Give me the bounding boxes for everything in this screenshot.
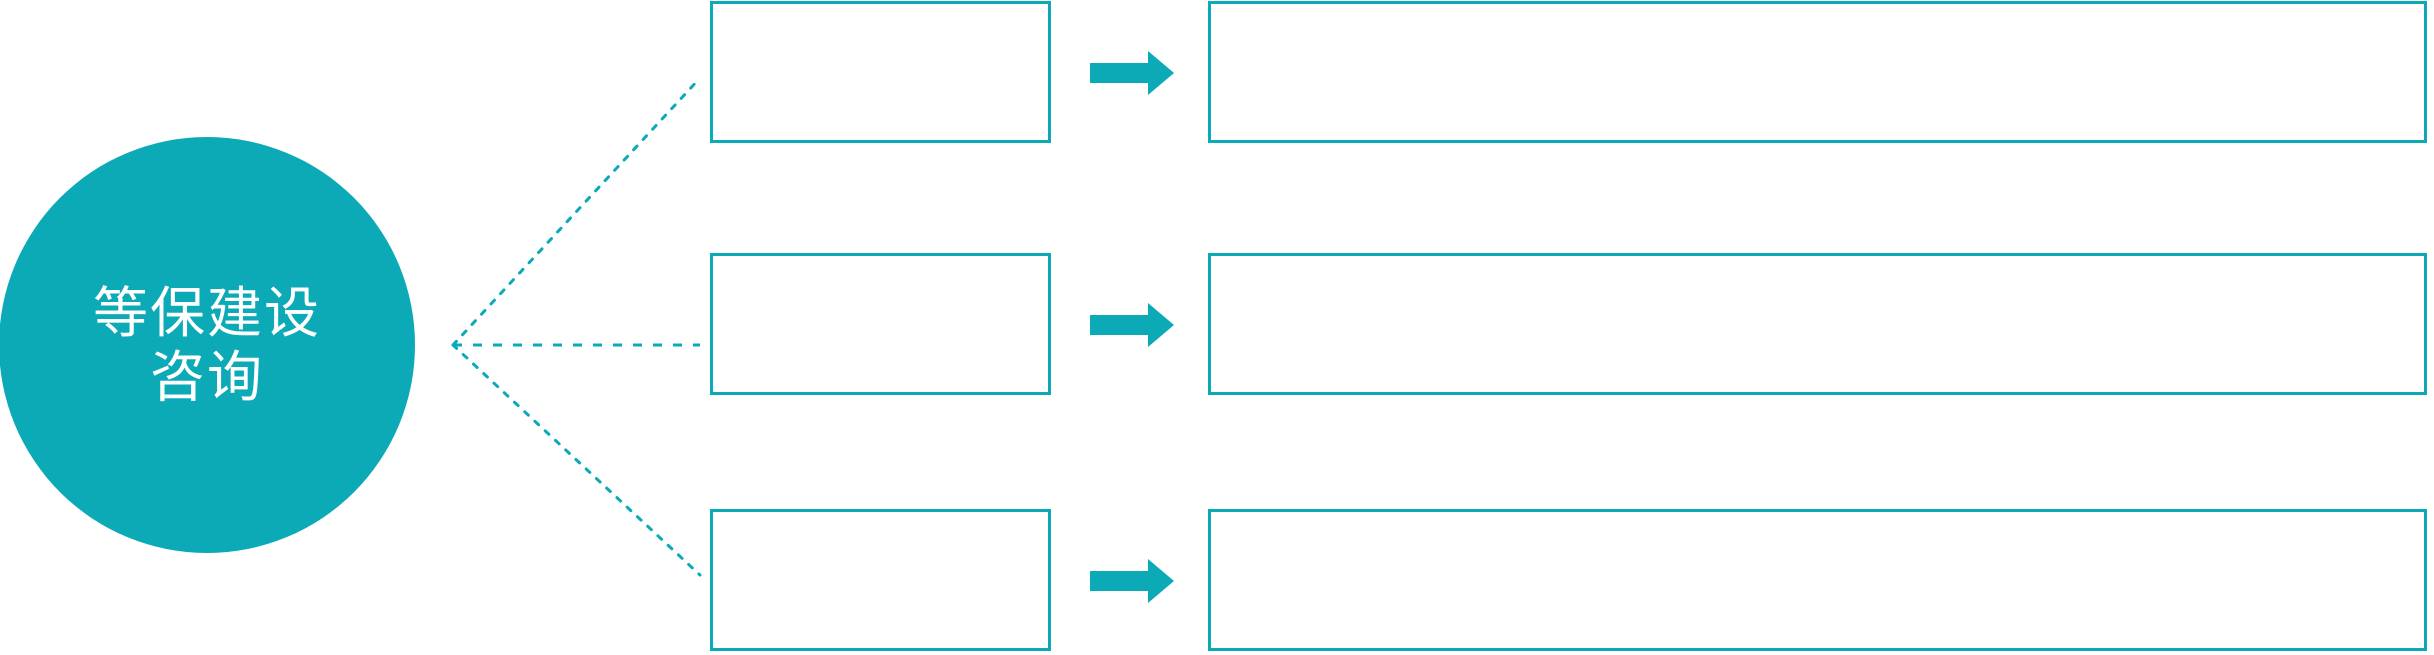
diagram-row-3 bbox=[0, 509, 2434, 651]
row-3-left-box[interactable] bbox=[710, 509, 1051, 651]
arrow-right-icon bbox=[1090, 303, 1174, 347]
row-1-left-box[interactable] bbox=[710, 1, 1051, 143]
diagram-row-1 bbox=[0, 1, 2434, 143]
hub-label-line-1: 等保建设 bbox=[92, 282, 321, 344]
diagram-row-2 bbox=[0, 253, 2434, 395]
arrow-right-icon bbox=[1090, 51, 1174, 95]
row-2-left-box[interactable] bbox=[710, 253, 1051, 395]
row-3-right-box[interactable] bbox=[1208, 509, 2427, 651]
row-1-right-box[interactable] bbox=[1208, 1, 2427, 143]
hub-label-line-2: 咨询 bbox=[149, 346, 264, 408]
hub-circle[interactable]: 等保建设 咨询 bbox=[0, 137, 415, 553]
row-2-right-box[interactable] bbox=[1208, 253, 2427, 395]
arrow-right-icon bbox=[1090, 559, 1174, 603]
